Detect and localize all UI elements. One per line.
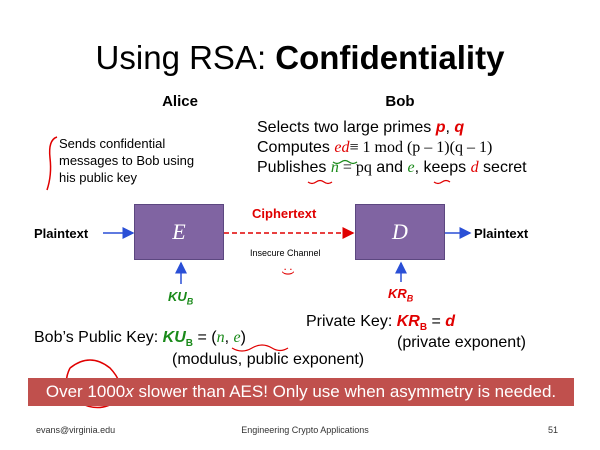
public-key-main: KU: [162, 329, 186, 346]
side-note: Sends confidential messages to Bob using…: [59, 136, 195, 185]
channel-label: Insecure Channel: [250, 248, 321, 258]
bob-step3-text: Publishes: [257, 159, 331, 176]
title-bold: Confidentiality: [275, 39, 505, 76]
banner-x: x: [125, 382, 134, 401]
ed-term: ed: [334, 139, 350, 156]
bob-step-publish: Publishes n = pq and e, keeps d secret: [257, 158, 527, 178]
kr-b-label: KRB: [388, 286, 413, 307]
ku-sub: B: [186, 296, 194, 307]
public-key-desc: (modulus, public exponent): [172, 351, 365, 368]
private-key-prefix: Private Key:: [306, 313, 397, 330]
private-key-eq: =: [427, 313, 446, 330]
ciphertext-label: Ciphertext: [252, 206, 317, 221]
private-key-desc: (private exponent): [397, 334, 526, 351]
slide-title: Using RSA: Confidentiality: [0, 38, 600, 78]
kr-sub: B: [406, 293, 414, 304]
secret-text: secret: [478, 159, 527, 176]
bob-step1-text: Selects two large primes: [257, 119, 436, 136]
mod-formula: ≡ 1 mod (p – 1)(q – 1): [349, 139, 493, 156]
private-key-d: d: [445, 313, 456, 330]
prime-q: q: [454, 119, 465, 136]
keeps-text: , keeps: [414, 159, 471, 176]
bob-steps: Selects two large primes p, q Computes e…: [257, 118, 527, 178]
footer-email: evans@virginia.edu: [36, 425, 116, 435]
banner-post: slower than AES! Only use when asymmetry…: [133, 382, 557, 401]
ku-b-label: KUB: [168, 289, 193, 310]
and-text: and: [371, 159, 408, 176]
bob-step2-text: Computes: [257, 139, 335, 156]
performance-banner: Over 1000x slower than AES! Only use whe…: [28, 378, 574, 406]
private-key-main: KR: [396, 313, 420, 330]
footer-page-number: 51: [548, 425, 559, 435]
public-key-underline: [231, 344, 289, 352]
public-key-comma: ,: [224, 329, 234, 346]
bob-step-primes: Selects two large primes p, q: [257, 118, 527, 138]
private-key-sub: B: [419, 322, 428, 334]
public-key-e: e: [233, 329, 241, 346]
bob-step1-sep: ,: [445, 119, 455, 136]
alice-label: Alice: [162, 93, 198, 110]
bob-label: Bob: [385, 93, 415, 110]
decrypt-box: D: [355, 204, 445, 260]
kr-main: KR: [388, 286, 407, 301]
plaintext-out-label: Plaintext: [474, 226, 529, 241]
ed-underline: [332, 159, 358, 165]
note-bracket: [46, 136, 58, 191]
plaintext-in-label: Plaintext: [34, 226, 89, 241]
n-underline: [307, 179, 333, 185]
public-key-n: n: [216, 329, 225, 346]
e-underline: [433, 179, 451, 185]
banner-pre: Over 1000: [45, 382, 126, 401]
footer-course: Engineering Crypto Applications: [241, 425, 369, 435]
public-key-sub: B: [185, 338, 194, 350]
public-key-prefix: Bob’s Public Key:: [34, 329, 163, 346]
ku-main: KU: [168, 289, 187, 304]
private-key-line: Private Key: KRB = d: [306, 312, 455, 338]
public-key-close: ): [240, 329, 246, 346]
encrypt-box: E: [134, 204, 224, 260]
public-key-eq: = (: [193, 329, 217, 346]
prime-p: p: [435, 119, 446, 136]
bob-step-compute: Computes ed≡ 1 mod (p – 1)(q – 1): [257, 138, 527, 158]
smiley: :): [281, 267, 297, 276]
exponent-e: e: [407, 159, 415, 176]
public-key-line: Bob’s Public Key: KUB = (n, e): [34, 328, 246, 354]
modulus-n: n: [330, 159, 339, 176]
title-normal: Using RSA:: [95, 39, 276, 76]
exponent-d: d: [470, 159, 479, 176]
